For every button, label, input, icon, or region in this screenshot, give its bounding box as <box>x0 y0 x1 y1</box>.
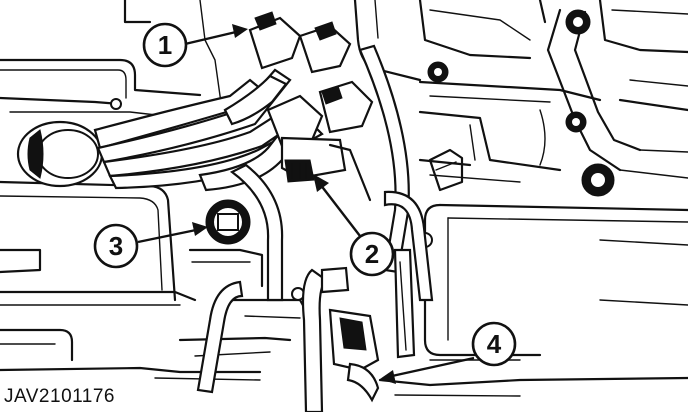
arrow-head-icon <box>192 222 208 236</box>
callout-4-label: 4 <box>487 329 502 359</box>
arrow-head-icon <box>313 174 329 192</box>
ignition-wires <box>93 68 324 192</box>
vacuum-hoses <box>196 44 434 412</box>
grommet-plug <box>205 199 251 245</box>
arrow-head-icon <box>380 370 396 384</box>
callout-2-marker: 2 <box>313 174 395 277</box>
oil-filler-cap <box>16 120 104 188</box>
callout-3-marker: 3 <box>93 222 208 269</box>
illustration-reference-code: JAV2101176 <box>4 386 115 407</box>
callout-1-label: 1 <box>158 30 172 60</box>
fasteners <box>110 9 615 301</box>
arrow-head-icon <box>232 24 248 38</box>
callout-1-marker: 1 <box>142 22 248 68</box>
callout-3-label: 3 <box>109 231 123 261</box>
coil-pack <box>248 11 374 202</box>
star-bolt <box>581 163 615 197</box>
callout-2-label: 2 <box>365 239 379 269</box>
bolt-head <box>565 9 591 35</box>
hose-connector <box>328 248 416 403</box>
engine-structure-lines <box>0 0 688 397</box>
bolt-head <box>427 61 449 83</box>
callout-4-marker: 4 <box>380 321 517 384</box>
bolt-head <box>565 111 587 133</box>
bolt-head <box>110 98 122 110</box>
